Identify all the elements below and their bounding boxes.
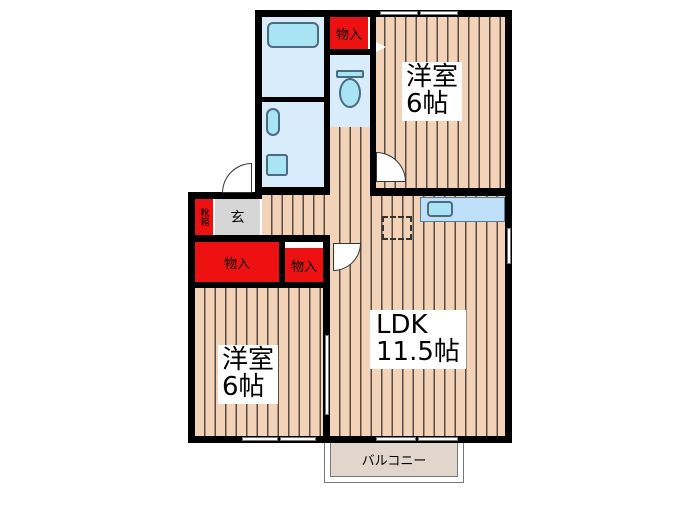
- sink-icon: [266, 108, 280, 136]
- wall: [370, 188, 510, 196]
- balcony-floor: バルコニー: [330, 443, 458, 477]
- hallway: [330, 127, 370, 197]
- wall: [255, 10, 262, 195]
- washer-icon: [266, 154, 288, 176]
- closet-west: 物入: [195, 242, 279, 282]
- wall: [279, 242, 285, 288]
- room-name: LDK: [376, 310, 428, 340]
- window: [242, 437, 278, 441]
- window: [380, 11, 418, 15]
- toilet-bowl-icon: [339, 78, 361, 108]
- wall: [195, 282, 330, 288]
- wall: [330, 49, 370, 55]
- balcony: バルコニー: [324, 443, 464, 483]
- closet-label: 物入: [335, 27, 362, 43]
- room-size: 6帖: [222, 372, 265, 403]
- wall: [188, 235, 333, 242]
- wall: [370, 17, 376, 189]
- closet-label: 物入: [223, 256, 250, 272]
- closet-north: 物入: [330, 17, 368, 49]
- wall: [255, 187, 330, 195]
- closet-mid: 物入: [285, 248, 323, 282]
- shoe-box: 靴箱: [195, 199, 213, 235]
- room-size: 11.5帖: [376, 337, 460, 368]
- window: [507, 228, 511, 264]
- bathtub-icon: [267, 22, 319, 48]
- window: [420, 11, 458, 15]
- room-name: 洋室: [222, 345, 275, 375]
- room-label-ldk: LDK 11.5帖: [370, 310, 466, 369]
- kitchen-sink-icon: [427, 201, 453, 217]
- room-size: 6帖: [406, 89, 449, 120]
- room-name: 洋室: [406, 62, 459, 92]
- front-door[interactable]: [222, 163, 252, 193]
- wall: [188, 192, 195, 442]
- balcony-label: バルコニー: [361, 454, 427, 469]
- wall: [324, 10, 330, 195]
- room-label-bedroom-south: 洋室 6帖: [218, 345, 279, 404]
- wall: [188, 192, 262, 199]
- wall: [262, 97, 324, 102]
- room-label-bedroom-north: 洋室 6帖: [402, 62, 463, 121]
- entrance: 玄: [215, 199, 260, 235]
- door-marker-icon: [376, 42, 386, 52]
- window: [418, 437, 458, 441]
- window: [280, 437, 316, 441]
- sliding-door: [325, 335, 329, 415]
- window: [376, 437, 416, 441]
- closet-label: 物入: [290, 259, 317, 275]
- toilet-tank-icon: [336, 70, 364, 78]
- wall: [505, 10, 512, 442]
- fridge-space-icon: [382, 216, 412, 240]
- wall: [188, 436, 512, 443]
- shoe-box-label: 靴箱: [198, 208, 209, 226]
- entrance-label: 玄: [230, 210, 245, 226]
